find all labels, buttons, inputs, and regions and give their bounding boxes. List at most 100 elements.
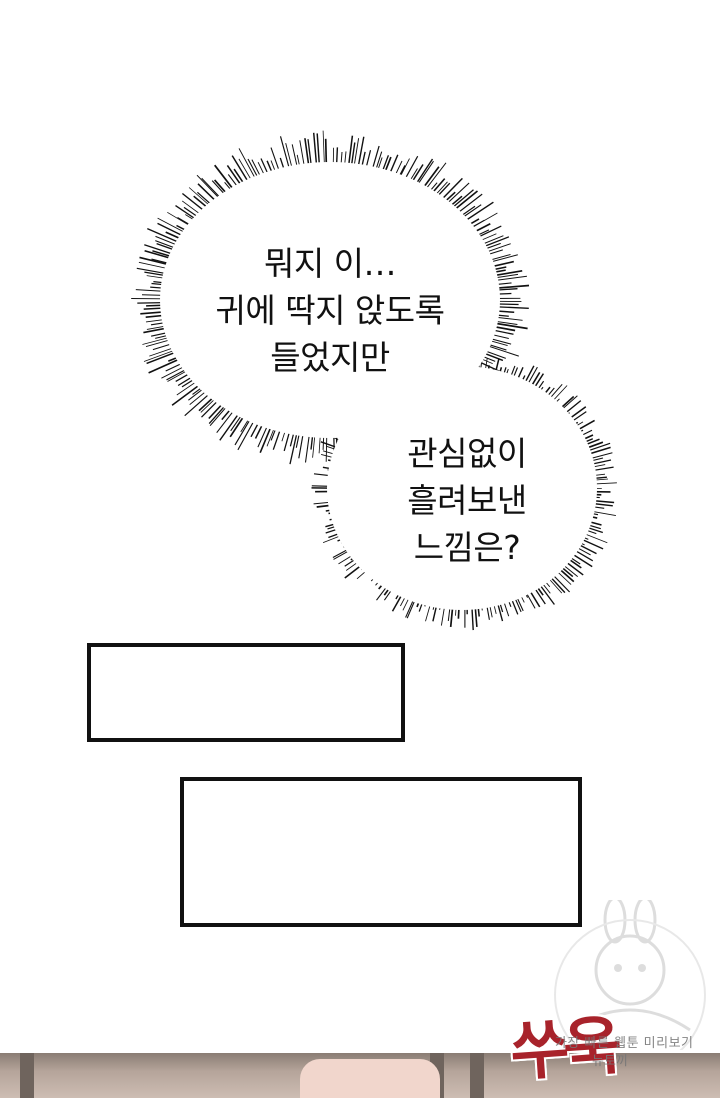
emphasis-spike bbox=[529, 386, 544, 406]
emphasis-spike bbox=[469, 350, 496, 362]
emphasis-spike bbox=[439, 591, 444, 610]
emphasis-spike bbox=[376, 573, 398, 601]
emphasis-spike bbox=[342, 423, 348, 462]
emphasis-spike bbox=[533, 572, 551, 594]
emphasis-spike bbox=[482, 358, 488, 388]
emphasis-spike bbox=[320, 441, 358, 456]
emphasis-spike bbox=[339, 151, 343, 177]
emphasis-spike bbox=[457, 593, 461, 619]
emphasis-spike bbox=[342, 425, 366, 439]
emphasis-spike bbox=[350, 547, 370, 561]
emphasis-spike bbox=[332, 540, 365, 558]
emphasis-spike bbox=[475, 592, 480, 617]
emphasis-spike bbox=[184, 384, 220, 417]
emphasis-spike bbox=[150, 286, 178, 290]
emphasis-spike bbox=[352, 403, 378, 424]
emphasis-spike bbox=[578, 504, 605, 509]
emphasis-spike bbox=[522, 371, 541, 401]
emphasis-spike bbox=[543, 398, 560, 415]
emphasis-spike bbox=[482, 284, 530, 291]
emphasis-spike bbox=[291, 144, 301, 179]
emphasis-spike bbox=[298, 422, 306, 459]
emphasis-spike bbox=[423, 178, 446, 203]
emphasis-spike bbox=[444, 380, 470, 401]
emphasis-spike bbox=[566, 537, 597, 555]
emphasis-spike bbox=[482, 305, 529, 309]
emphasis-spike bbox=[503, 587, 512, 607]
emphasis-spike bbox=[470, 354, 473, 387]
emphasis-spike bbox=[481, 318, 518, 325]
emphasis-spike bbox=[579, 478, 609, 482]
emphasis-spike bbox=[449, 592, 455, 627]
emphasis-spike bbox=[201, 177, 230, 208]
emphasis-spike bbox=[185, 214, 207, 228]
emphasis-spike bbox=[573, 522, 603, 534]
emphasis-spike bbox=[577, 459, 612, 468]
emphasis-spike bbox=[438, 387, 472, 419]
emphasis-spike bbox=[311, 485, 350, 488]
emphasis-spike bbox=[430, 392, 460, 423]
emphasis-spike bbox=[538, 383, 563, 412]
emphasis-spike bbox=[393, 577, 405, 593]
emphasis-spike bbox=[421, 182, 438, 201]
emphasis-spike bbox=[197, 183, 226, 211]
emphasis-spike bbox=[548, 395, 575, 420]
emphasis-spike bbox=[506, 586, 519, 615]
emphasis-spike bbox=[479, 592, 483, 611]
emphasis-spike bbox=[475, 336, 508, 347]
emphasis-spike bbox=[448, 377, 477, 399]
emphasis-spike bbox=[196, 191, 222, 214]
emphasis-spike bbox=[580, 493, 602, 496]
emphasis-spike bbox=[473, 593, 478, 627]
emphasis-spike bbox=[506, 367, 519, 394]
emphasis-spike bbox=[579, 482, 617, 486]
emphasis-spike bbox=[418, 587, 429, 612]
emphasis-spike bbox=[567, 536, 585, 546]
emphasis-spike bbox=[296, 154, 303, 178]
emphasis-spike bbox=[432, 177, 463, 209]
emphasis-spike bbox=[213, 179, 236, 204]
emphasis-spike bbox=[490, 358, 500, 390]
emphasis-spike bbox=[227, 174, 246, 198]
emphasis-spike bbox=[211, 180, 234, 205]
emphasis-spike bbox=[402, 583, 417, 611]
emphasis-spike bbox=[479, 269, 506, 276]
emphasis-spike bbox=[152, 339, 186, 351]
emphasis-spike bbox=[325, 424, 328, 462]
emphasis-spike bbox=[188, 380, 215, 401]
emphasis-spike bbox=[259, 415, 277, 454]
emphasis-spike bbox=[135, 289, 178, 293]
emphasis-spike bbox=[176, 224, 199, 238]
emphasis-spike bbox=[344, 554, 376, 579]
emphasis-spike bbox=[383, 575, 402, 601]
emphasis-spike bbox=[270, 160, 281, 183]
emphasis-spike bbox=[157, 217, 198, 240]
emphasis-spike bbox=[167, 211, 202, 233]
emphasis-spike bbox=[333, 512, 353, 518]
emphasis-spike bbox=[328, 508, 352, 515]
emphasis-spike bbox=[405, 584, 421, 618]
emphasis-spike bbox=[289, 421, 301, 465]
emphasis-spike bbox=[147, 227, 192, 249]
emphasis-spike bbox=[270, 417, 281, 441]
emphasis-spike bbox=[422, 398, 439, 418]
emphasis-spike bbox=[145, 317, 179, 323]
emphasis-spike bbox=[475, 364, 480, 388]
emphasis-spike bbox=[346, 135, 354, 177]
emphasis-spike bbox=[479, 326, 514, 335]
hand-artwork bbox=[300, 1059, 440, 1098]
emphasis-spike bbox=[462, 222, 491, 239]
emphasis-spike bbox=[216, 400, 242, 434]
emphasis-spike bbox=[423, 397, 442, 419]
emphasis-spike bbox=[409, 158, 434, 195]
emphasis-spike bbox=[451, 204, 482, 226]
emphasis-spike bbox=[349, 142, 356, 177]
emphasis-spike bbox=[136, 267, 181, 277]
emphasis-spike bbox=[322, 466, 352, 473]
emphasis-spike bbox=[304, 423, 312, 463]
emphasis-spike bbox=[208, 395, 234, 425]
emphasis-spike bbox=[418, 162, 447, 199]
emphasis-spike bbox=[143, 324, 181, 334]
emphasis-spike bbox=[444, 381, 471, 404]
emphasis-spike bbox=[454, 201, 494, 229]
